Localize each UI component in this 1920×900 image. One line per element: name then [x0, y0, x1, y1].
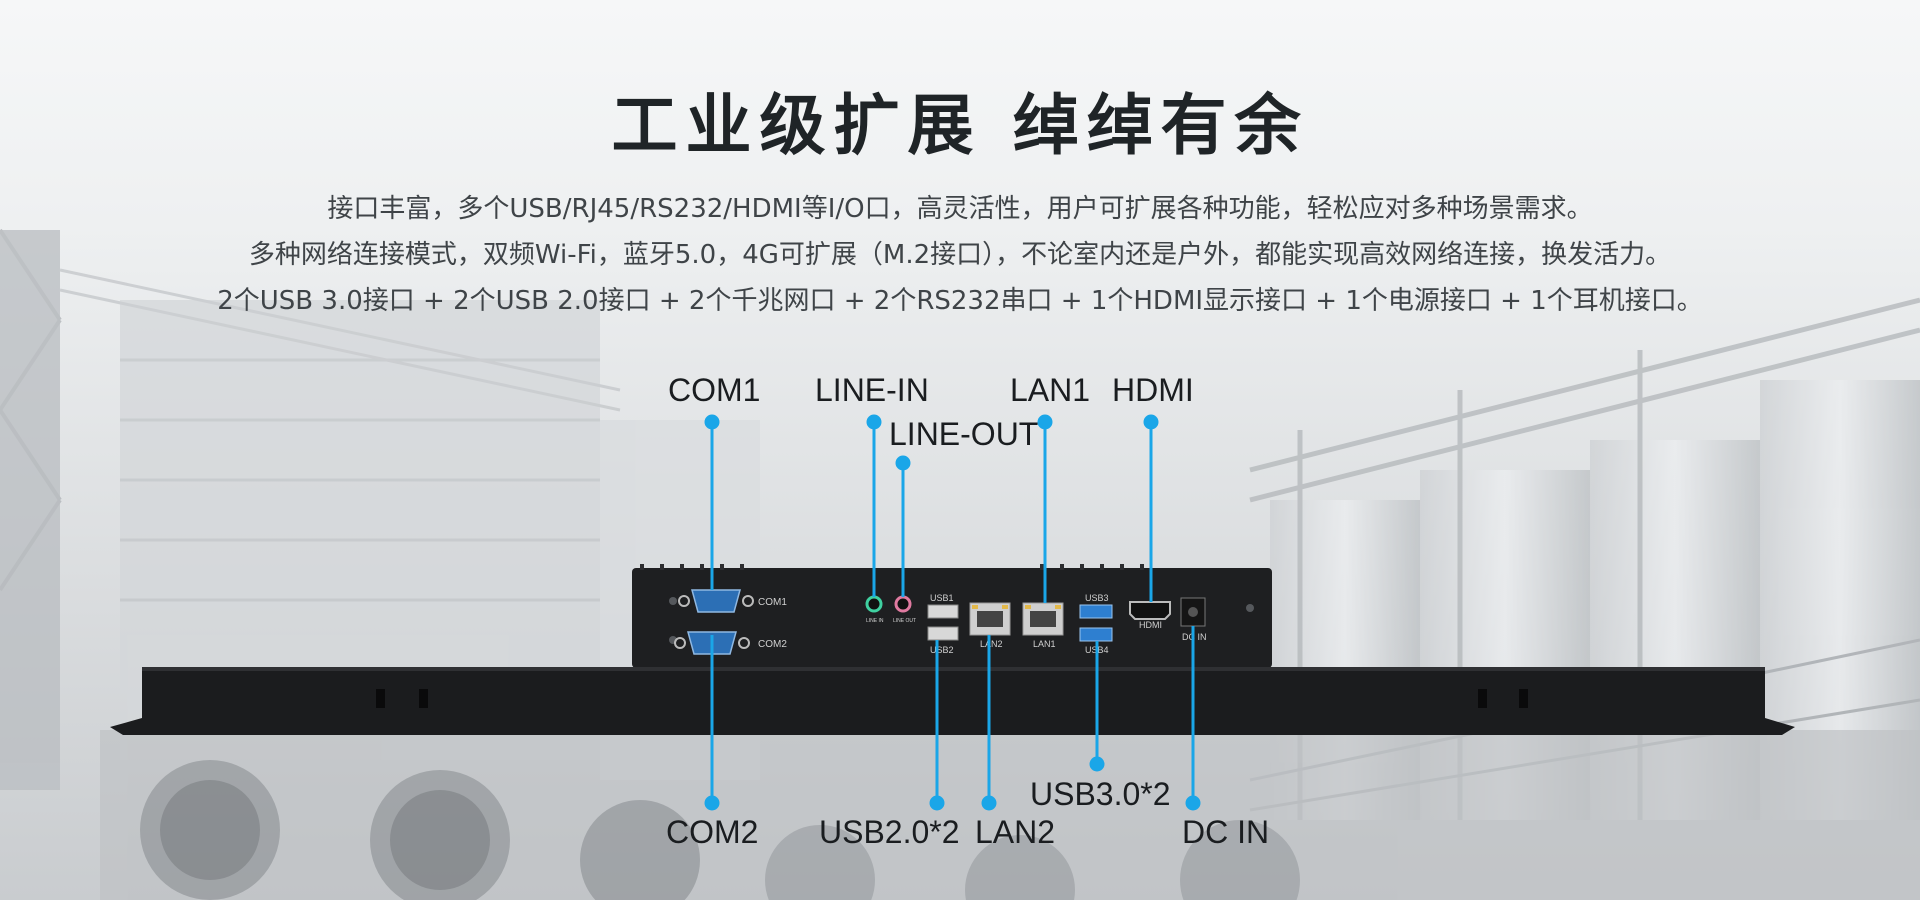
callout-usb30: USB3.0*2 — [1030, 776, 1171, 812]
device-label-hdmi: HDMI — [1139, 620, 1162, 630]
callout-line-in: LINE-IN — [815, 372, 929, 408]
leader-lan2 — [981, 635, 997, 811]
callout-com2: COM2 — [666, 814, 759, 850]
lan1-port-icon — [1022, 602, 1064, 636]
panel-mount-slots — [376, 689, 1528, 708]
heat-sink-fins — [640, 564, 1144, 570]
device-label-com1: COM1 — [758, 597, 787, 608]
device-label-usb1: USB1 — [930, 593, 954, 603]
device-label-usb2: USB2 — [930, 645, 954, 655]
leader-line-in — [866, 414, 882, 597]
usb1-port-icon — [927, 604, 959, 619]
device-label-line-in: LINE IN — [866, 618, 884, 624]
callout-com1: COM1 — [668, 372, 761, 408]
usb4-port-icon — [1079, 627, 1113, 642]
callout-lan2: LAN2 — [975, 814, 1056, 850]
leader-lan1 — [1037, 414, 1053, 603]
line-in-jack-icon — [865, 595, 883, 613]
headline: 工业级扩展 绰绰有余 — [611, 87, 1309, 164]
line-out-jack-icon — [894, 595, 912, 613]
leader-com2 — [704, 635, 720, 811]
leader-hdmi — [1143, 414, 1159, 602]
leader-line-out — [895, 455, 911, 597]
callout-usb20: USB2.0*2 — [819, 814, 960, 850]
callout-lan1: LAN1 — [1010, 372, 1091, 408]
device-label-com2: COM2 — [758, 639, 787, 650]
com1-port-icon — [678, 589, 754, 613]
panel-front-bezel — [110, 667, 1795, 735]
device-label-lan1: LAN1 — [1033, 639, 1056, 649]
leader-dc-in — [1185, 626, 1201, 811]
leader-usb20 — [929, 640, 945, 811]
screw-icon — [669, 597, 677, 605]
leader-usb30 — [1089, 641, 1105, 772]
description-line-3: 2个USB 3.0接口 + 2个USB 2.0接口 + 2个千兆网口 + 2个R… — [217, 286, 1703, 316]
device-label-line-out: LINE OUT — [893, 618, 916, 624]
lan2-port-icon — [969, 602, 1011, 636]
callout-line-out: LINE-OUT — [889, 416, 1039, 452]
callout-hdmi: HDMI — [1112, 372, 1194, 408]
device-label-lan2: LAN2 — [980, 639, 1003, 649]
hdmi-port-icon — [1129, 601, 1171, 620]
usb3-port-icon — [1079, 604, 1113, 619]
description-line-2: 多种网络连接模式，双频Wi-Fi，蓝牙5.0，4G可扩展（M.2接口），不论室内… — [248, 240, 1672, 270]
exhaust-fans — [100, 730, 1920, 900]
leader-com1 — [704, 414, 720, 590]
usb2-port-icon — [927, 626, 959, 641]
screw-icon — [1246, 604, 1254, 612]
description-line-1: 接口丰富，多个USB/RJ45/RS232/HDMI等I/O口，高灵活性，用户可… — [327, 194, 1593, 224]
callout-dc-in: DC IN — [1182, 814, 1270, 850]
device-label-usb3: USB3 — [1085, 593, 1109, 603]
